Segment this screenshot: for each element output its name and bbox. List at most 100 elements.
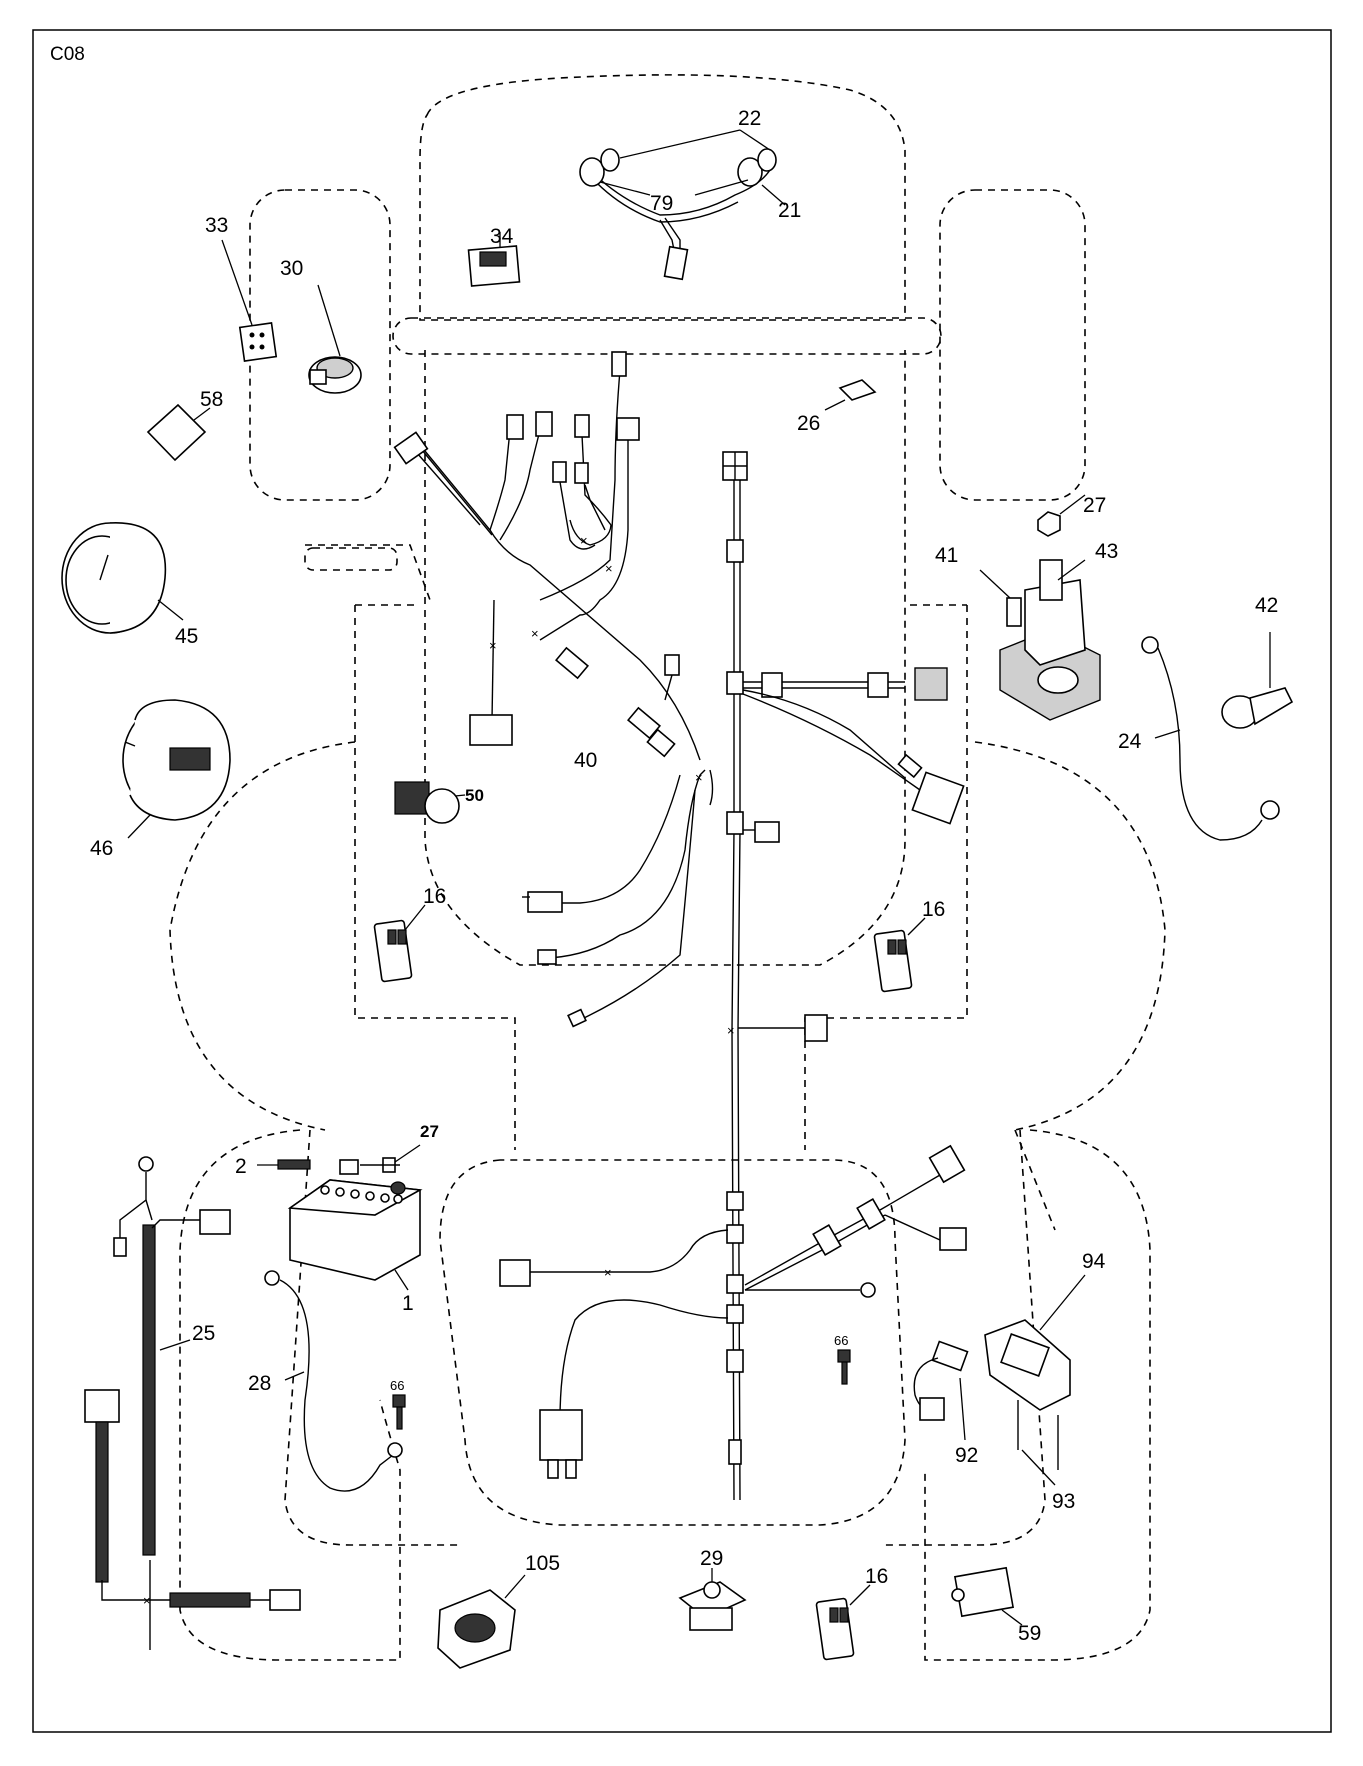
callout-46: 46 (90, 837, 113, 860)
switch-29 (678, 1568, 747, 1631)
battery-1 (287, 1159, 423, 1291)
trunk-sleeve-8 (726, 1349, 744, 1373)
bolt-66b (837, 1349, 851, 1385)
svg-text:×: × (489, 638, 497, 653)
left-step (305, 544, 431, 601)
callout-43: 43 (1095, 540, 1118, 563)
callout-66b: 66 (834, 1333, 848, 1348)
front-harness-up2 (499, 429, 541, 541)
callout-27b: 27 (420, 1122, 439, 1141)
callout-25: 25 (192, 1322, 215, 1345)
harness-trunk-2 (737, 470, 741, 1501)
callout-21: 21 (778, 199, 801, 222)
ignition-switch-30 (308, 284, 362, 394)
svg-text:×: × (604, 1265, 612, 1280)
harness40-plug (664, 654, 680, 676)
callout-33: 33 (205, 214, 228, 237)
ground-ring (860, 1282, 876, 1298)
front-plug-f (574, 462, 589, 484)
bolt-66a (392, 1394, 406, 1430)
svg-text:×: × (580, 533, 588, 548)
callout-16a: 16 (423, 885, 446, 908)
rear-left-wheel (169, 741, 356, 1131)
callout-45: 45 (175, 625, 198, 648)
switch-16a (373, 904, 426, 983)
fuse-26 (824, 379, 877, 411)
front-plug-d (574, 414, 590, 438)
trunk-sleeve-7 (726, 1304, 744, 1324)
tractor-outline (169, 74, 1166, 1661)
headlight-assembly (579, 129, 786, 281)
front-plug-c (611, 351, 627, 377)
svg-text:×: × (605, 561, 613, 576)
svg-text:×: × (143, 1593, 151, 1608)
callout-105: 105 (525, 1552, 560, 1575)
front-plug-e (552, 461, 567, 483)
harness40-sleeve-1 (555, 646, 589, 680)
callout-2: 2 (235, 1155, 247, 1178)
decal-58 (146, 403, 211, 462)
branch-right-low (742, 689, 906, 779)
headlight-left (579, 157, 605, 187)
front-harness: × × × × × (393, 351, 714, 1028)
rear-right-connector (939, 1227, 967, 1251)
rear-left-connector (499, 1259, 531, 1287)
lower-wire-3 (579, 789, 696, 1021)
page-code: C08 (50, 44, 85, 65)
rear-top-connector (928, 1144, 966, 1184)
rear-body (439, 1159, 906, 1526)
right-sleeve-2 (867, 672, 889, 698)
callout-22: 22 (738, 107, 761, 130)
front-harness-down (491, 599, 495, 721)
cable-24 (1141, 636, 1280, 841)
trunk-end-plug (728, 1439, 742, 1465)
svg-text:×: × (531, 626, 539, 641)
lower-plug-2 (537, 949, 557, 965)
front-right-wheel (939, 189, 1086, 501)
trunk-stub-connector (754, 821, 780, 843)
lower-wire-1 (560, 774, 681, 904)
frame-left (354, 605, 516, 1150)
rear-right-step (1014, 1129, 1056, 1231)
callout-1: 1 (402, 1292, 414, 1315)
callout-66a: 66 (390, 1378, 404, 1393)
harness40-sleeve-3 (646, 728, 676, 758)
front-plug-g (616, 417, 640, 441)
right-connector (914, 667, 948, 701)
callout-16c: 16 (865, 1565, 888, 1588)
trunk-sleeve-2 (726, 671, 744, 695)
rear-sleeve-a (812, 1224, 842, 1256)
solenoid-43 (979, 494, 1101, 721)
switch-105 (437, 1574, 526, 1669)
hour-meter-46 (122, 699, 231, 839)
module-59 (951, 1566, 1023, 1626)
rear-left-branch (530, 1229, 729, 1273)
front-harness-up1 (489, 429, 511, 531)
svg-text:×: × (727, 1023, 735, 1038)
lower-wire-2 (549, 774, 701, 959)
relay-94 (984, 1274, 1086, 1486)
front-harness-main (419, 444, 701, 761)
trunk-sleeve-3 (726, 811, 744, 835)
headlight-plug (663, 245, 689, 281)
callout-24: 24 (1118, 730, 1142, 753)
callout-42: 42 (1255, 594, 1278, 617)
main-harness: × × (499, 451, 967, 1501)
rear-low-branch (559, 1299, 729, 1421)
front-plug-a (506, 414, 524, 440)
page-frame (32, 29, 1332, 1733)
callout-labels: 1 2 16 16 16 21 22 24 25 26 27 27 28 29 … (90, 107, 1278, 1645)
rear-sleeve-b (856, 1198, 886, 1230)
headlight-right-bulb (757, 148, 777, 172)
rear-right-rail (880, 1129, 1046, 1546)
relay-block (911, 771, 965, 825)
callout-34: 34 (490, 225, 514, 248)
harness-25: × (84, 1156, 301, 1650)
boot-42 (1221, 632, 1294, 729)
connector-92 (913, 1340, 969, 1441)
callout-94: 94 (1082, 1250, 1106, 1273)
trunk-sleeve-1 (726, 539, 744, 563)
switch-16b (873, 917, 926, 993)
lower-plug-1 (527, 891, 563, 913)
